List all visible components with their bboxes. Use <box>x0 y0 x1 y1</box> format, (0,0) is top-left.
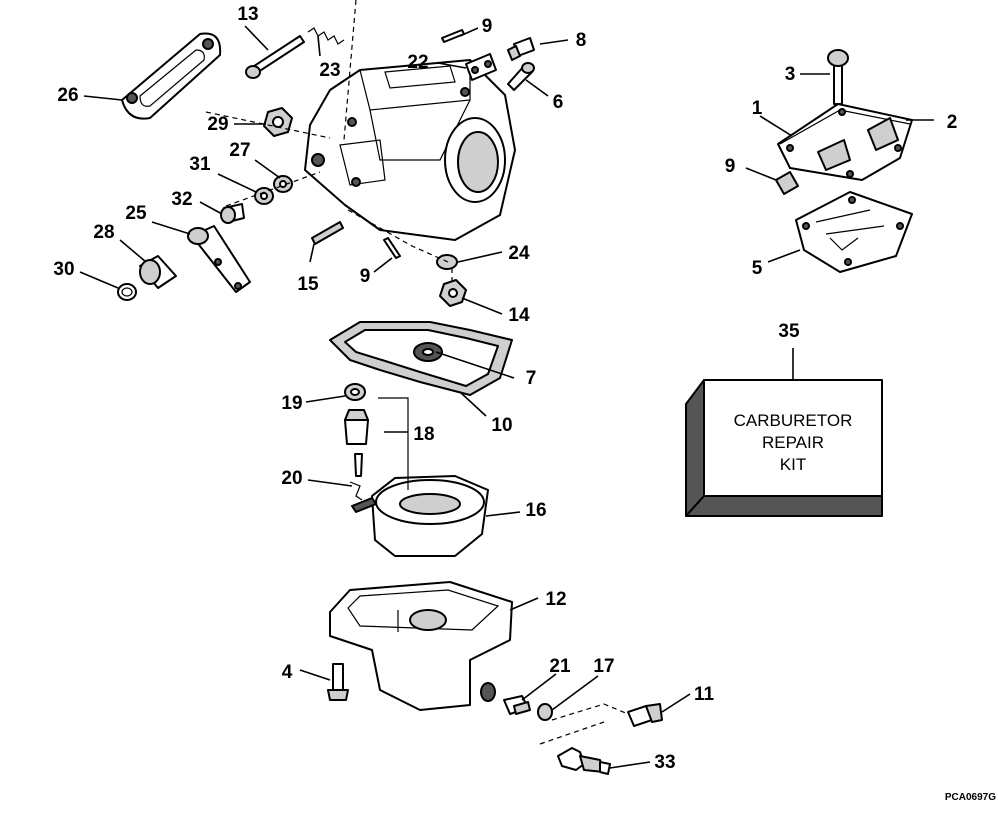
callout-31: 30 <box>53 259 74 280</box>
throttle-plate <box>465 53 497 81</box>
carburetor-body <box>304 59 516 241</box>
callout-13: 12 <box>545 589 566 610</box>
callout-9-top: 9 <box>482 16 493 37</box>
float <box>351 475 489 557</box>
callout-25: 24 <box>508 243 530 264</box>
bowl-gasket <box>329 321 513 396</box>
pump-check-valve <box>775 171 799 195</box>
alignment-lines <box>205 0 629 745</box>
pump-cover <box>777 103 913 181</box>
main-jet <box>503 695 531 715</box>
callout-19: 18 <box>413 424 434 445</box>
callout-10: 9 <box>725 156 736 177</box>
needle-seat <box>344 409 369 445</box>
callout-23: 22 <box>407 52 428 73</box>
kit-label-line-3: KIT <box>780 455 806 474</box>
callout-6: 6 <box>553 92 564 113</box>
callout-16: 15 <box>297 274 319 295</box>
kit-label-line-1: CARBURETOR <box>734 411 853 430</box>
callout-35: 35 <box>778 321 800 342</box>
fuel-fitting <box>557 747 611 775</box>
callout-8: 8 <box>576 30 587 51</box>
idle-screw <box>245 35 305 79</box>
callout-12: 11 <box>694 684 715 705</box>
callout-4: 4 <box>282 662 293 683</box>
callout-24: 23 <box>319 60 340 81</box>
callout-27: 26 <box>57 85 78 106</box>
callout-28: 27 <box>229 140 250 161</box>
callout-3: 3 <box>785 64 796 85</box>
screw-6 <box>507 62 535 91</box>
callout-20: 19 <box>281 393 302 414</box>
nut-15 <box>439 279 467 307</box>
drain-plug <box>627 703 663 727</box>
pump-screw <box>827 49 849 105</box>
callout-5: 5 <box>752 258 763 279</box>
callout-2: 2 <box>947 112 958 133</box>
figure-code: PCA0697G <box>945 792 996 803</box>
callout-18: 17 <box>593 656 614 677</box>
screw-8 <box>507 37 535 61</box>
callout-30: 29 <box>207 114 228 135</box>
callout-15: 14 <box>508 305 530 326</box>
callout-9-lower: 9 <box>360 266 371 287</box>
bowl-screw <box>327 663 349 701</box>
callout-21: 20 <box>281 468 302 489</box>
callout-22: 21 <box>549 656 571 677</box>
kit-label-line-2: REPAIR <box>762 433 824 452</box>
bushing-29 <box>139 255 177 289</box>
callout-7: 7 <box>526 368 537 389</box>
float-bowl <box>329 581 513 711</box>
flange-gasket <box>121 32 222 120</box>
callout-14: 13 <box>237 4 258 25</box>
washer-28 <box>273 175 293 193</box>
pin-16 <box>311 221 344 245</box>
carburetor-repair-kit: CARBURETOR REPAIR KIT <box>685 379 883 517</box>
idle-screw-spring <box>307 27 345 45</box>
inlet-needle <box>354 453 363 477</box>
ring-31 <box>117 283 137 301</box>
needle-clip <box>349 481 363 501</box>
callout-29: 28 <box>93 222 114 243</box>
needle-seat-washer <box>344 383 366 401</box>
pin-lower <box>383 237 401 259</box>
callout-32: 31 <box>189 154 211 175</box>
callout-26: 25 <box>125 203 147 224</box>
nut-30 <box>263 107 293 137</box>
callout-34: 33 <box>654 752 675 773</box>
throttle-lever <box>187 225 251 293</box>
leader-lines <box>79 25 934 769</box>
screw-33 <box>220 203 245 224</box>
pump-diaphragm <box>795 191 913 273</box>
callout-17: 16 <box>525 500 546 521</box>
callout-33: 32 <box>171 189 192 210</box>
callout-numbers: 13 23 9 8 22 6 26 29 27 31 32 25 28 30 1… <box>53 4 957 773</box>
callout-11: 10 <box>491 415 512 436</box>
callout-1: 1 <box>752 98 763 119</box>
jet-gasket <box>537 703 553 721</box>
